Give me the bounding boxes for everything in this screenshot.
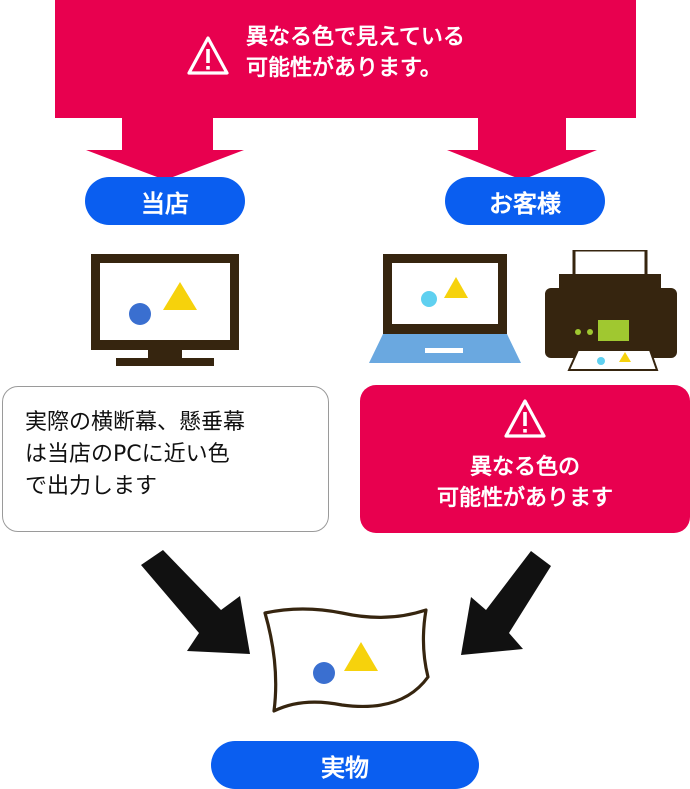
result-label: 実物 [211, 741, 479, 789]
customer-note-line-2: 可能性があります [436, 486, 613, 511]
arrow-down-right-icon [141, 550, 250, 654]
store-note-line-3: で出力します [25, 474, 158, 499]
warning-icon [504, 399, 546, 438]
banner-line-1: 異なる色で見えている [246, 25, 465, 50]
banner-result-icon [263, 607, 430, 713]
banner-text: 異なる色で見えている 可能性があります。 [246, 22, 465, 84]
warning-icon [187, 36, 229, 75]
store-note-line-1: 実際の横断幕、懸垂幕 [25, 410, 246, 435]
arrow-down-left-icon [461, 551, 551, 655]
store-label: 当店 [85, 177, 245, 225]
top-banner [55, 0, 636, 180]
printer-icon [545, 250, 677, 371]
customer-note-line-1: 異なる色の [469, 455, 580, 480]
banner-line-2: 可能性があります。 [246, 56, 442, 81]
laptop-icon [369, 254, 521, 363]
store-note-line-2: は当店のPCに近い色 [25, 442, 230, 467]
customer-note: 異なる色の 可能性があります [360, 385, 690, 533]
monitor-icon [91, 254, 239, 366]
store-note: 実際の横断幕、懸垂幕 は当店のPCに近い色 で出力します [2, 386, 329, 532]
customer-label: お客様 [445, 177, 605, 225]
